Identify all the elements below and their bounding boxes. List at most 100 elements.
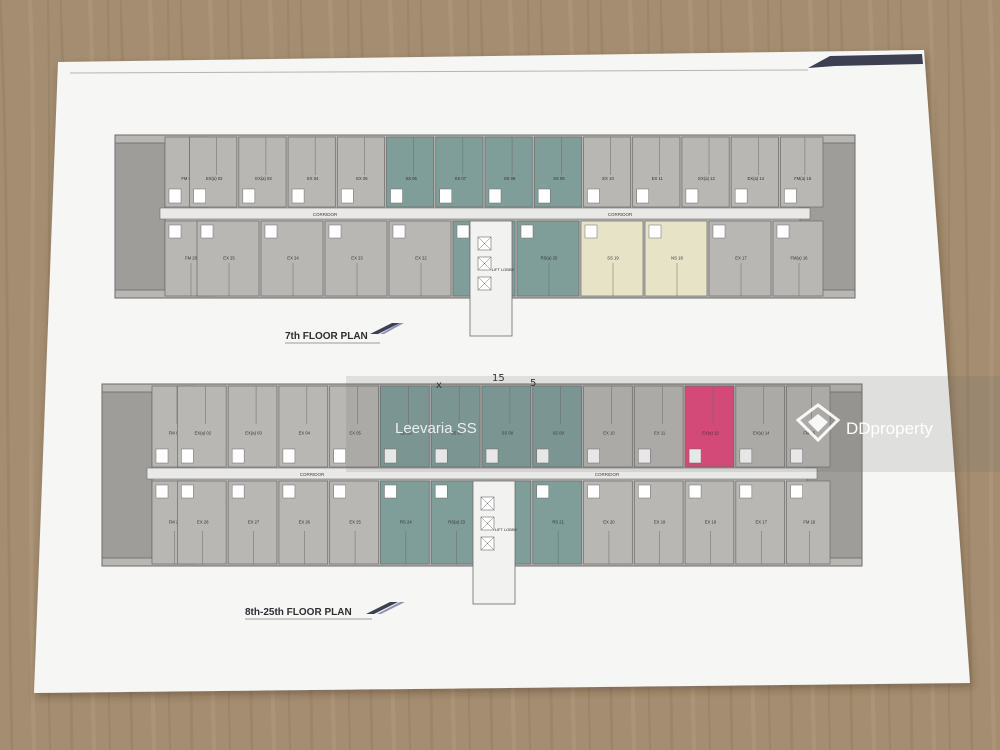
- lower-unit-top-label: SS 09: [552, 431, 564, 436]
- upper-unit-bottom: RS(a) 20: [516, 220, 580, 297]
- lower-unit-top: EX(a) 02: [177, 385, 227, 468]
- lower-unit-bottom: EX 19: [633, 480, 684, 565]
- upper-unit-top: SS 09: [533, 136, 582, 208]
- lower-unit-top-label: EX 05: [349, 431, 361, 436]
- ddproperty-logo-icon: [795, 403, 841, 443]
- upper-unit-bottom-label: RS(a) 20: [541, 256, 558, 261]
- lower-corridor-label: CORRIDOR: [595, 472, 620, 477]
- upper-unit-top: FM(a) 15: [780, 136, 824, 208]
- lower-unit-top-label: FM 01: [169, 431, 182, 436]
- lower-west-end-block: [101, 391, 153, 559]
- lower-unit-top-label: EX 11: [654, 431, 666, 436]
- lower-unit-bottom: EX 18: [684, 480, 735, 565]
- lower-unit-bottom-label: EX 25: [349, 520, 361, 525]
- upper-unit-top: EX 11: [632, 136, 681, 208]
- upper-unit-bottom-label: EX 24: [287, 256, 299, 261]
- lower-unit-bottom: FM 16: [786, 480, 831, 565]
- upper-west-end-block: [114, 142, 166, 291]
- lower-unit-bottom: RS 21: [532, 480, 582, 565]
- upper-unit-top: EX 10: [583, 136, 632, 208]
- lower-lift-lobby-label: LIFT LOBBY: [495, 527, 518, 532]
- lower-unit-bottom-label: RS 24: [400, 520, 412, 525]
- lower-corridor-label: CORRIDOR: [300, 472, 325, 477]
- upper-unit-bottom: FM(a) 16: [772, 220, 824, 297]
- upper-unit-top: SS 06: [386, 136, 435, 208]
- lower-unit-top-label: EX 10: [603, 431, 615, 436]
- upper-unit-bottom-label: EX 17: [735, 256, 747, 261]
- lower-unit-top: SS 09: [532, 385, 582, 468]
- lower-unit-top: SS 08: [481, 385, 532, 468]
- lower-unit-top-label: SS 07: [451, 431, 463, 436]
- floor-plan-8th-25th: FM 01 EX(a) 02 EX(a) 03 EX 04 EX 05 SS 06 SS 0…: [101, 383, 863, 605]
- lower-unit-top: SS 06: [380, 385, 430, 468]
- upper-unit-bottom-label: EX 25: [223, 256, 235, 261]
- lower-unit-top: EX(a) 12: [684, 385, 735, 468]
- lower-unit-bottom: RS 24: [380, 480, 430, 565]
- upper-unit-bottom: EX 25: [196, 220, 260, 297]
- lower-unit-top: EX(a) 03: [227, 385, 278, 468]
- lower-unit-top-label: EX(a) 12: [702, 431, 719, 436]
- upper-unit-top-label: EX 05: [356, 176, 368, 181]
- upper-unit-top-label: EX 11: [652, 176, 664, 181]
- upper-unit-top-label: SS 06: [405, 176, 417, 181]
- upper-unit-bottom-label: FM 28: [185, 256, 198, 261]
- lower-unit-bottom-label: FM 29: [169, 520, 182, 525]
- lower-unit-top-label: EX(a) 14: [753, 431, 770, 436]
- header-accent-stripe: [808, 54, 923, 68]
- upper-plan-title: 7th FLOOR PLAN: [285, 331, 368, 342]
- lower-unit-top: FM 15: [786, 385, 831, 468]
- upper-corridor: [159, 207, 811, 220]
- lower-unit-top: EX(a) 14: [735, 385, 785, 468]
- handwriting-x: x: [436, 380, 442, 391]
- lower-title-accent-icon-2: [377, 602, 405, 614]
- upper-lift-lobby-label: LIFT LOBBY: [492, 267, 515, 272]
- lower-unit-top-label: SS 06: [400, 431, 412, 436]
- lower-unit-top: EX 10: [583, 385, 633, 468]
- upper-unit-top: SS 08: [484, 136, 533, 208]
- handwriting-5: 5: [530, 378, 536, 389]
- upper-title-accent-icon: [370, 323, 400, 334]
- watermark-band: [346, 376, 1000, 472]
- upper-unit-top: EX(a) 14: [730, 136, 779, 208]
- header-rule: [69, 69, 809, 74]
- lower-unit-bottom-label: EX 26: [299, 520, 311, 525]
- lower-unit-bottom: EX 17: [735, 480, 785, 565]
- upper-unit-bottom: EX 17: [708, 220, 772, 297]
- upper-unit-bottom: EX 23: [324, 220, 388, 297]
- upper-unit-top: EX 04: [287, 136, 336, 208]
- lower-unit-top: SS 07: [430, 385, 481, 468]
- upper-corridor-label: CORRIDOR: [313, 212, 338, 217]
- lower-unit-bottom-label: EX 28: [197, 520, 209, 525]
- lower-unit-top-label: EX(a) 02: [195, 431, 212, 436]
- lower-unit-bottom-label: EX 18: [705, 520, 717, 525]
- upper-corridor-label: CORRIDOR: [608, 212, 633, 217]
- upper-unit-top-label: EX 04: [307, 176, 319, 181]
- lower-unit-bottom-label: RS 21: [552, 520, 564, 525]
- upper-lift-lobby: LIFT LOBBY: [469, 220, 515, 337]
- upper-unit-top: EX(a) 12: [681, 136, 730, 208]
- upper-unit-bottom-label: SS 19: [607, 256, 619, 261]
- lower-unit-top: EX 11: [633, 385, 684, 468]
- upper-unit-top-label: EX 10: [602, 176, 614, 181]
- upper-unit-top-label: SS 09: [553, 176, 565, 181]
- upper-unit-bottom-label: EX 23: [351, 256, 363, 261]
- upper-unit-bottom-label: EX 22: [415, 256, 427, 261]
- upper-unit-top-label: EX(a) 12: [698, 176, 715, 181]
- lower-unit-top: EX 04: [278, 385, 329, 468]
- upper-unit-top: EX(a) 03: [238, 136, 287, 208]
- lower-unit-bottom: EX 27: [227, 480, 278, 565]
- lower-unit-bottom: EX 20: [583, 480, 633, 565]
- lower-unit-top-label: EX(a) 03: [245, 431, 262, 436]
- lower-unit-top-label: EX 04: [299, 431, 311, 436]
- lower-unit-bottom-label: EX 19: [654, 520, 666, 525]
- upper-unit-bottom: EX 24: [260, 220, 324, 297]
- lower-unit-bottom: EX 26: [278, 480, 329, 565]
- upper-unit-top-label: SS 07: [455, 176, 467, 181]
- upper-unit-top-label: EX(a) 14: [748, 176, 765, 181]
- upper-title-accent-icon-2: [380, 323, 404, 334]
- lower-unit-bottom-label: FM 16: [803, 520, 816, 525]
- upper-unit-bottom-label: FM(a) 16: [791, 256, 809, 261]
- lower-unit-bottom-label: EX 17: [756, 520, 768, 525]
